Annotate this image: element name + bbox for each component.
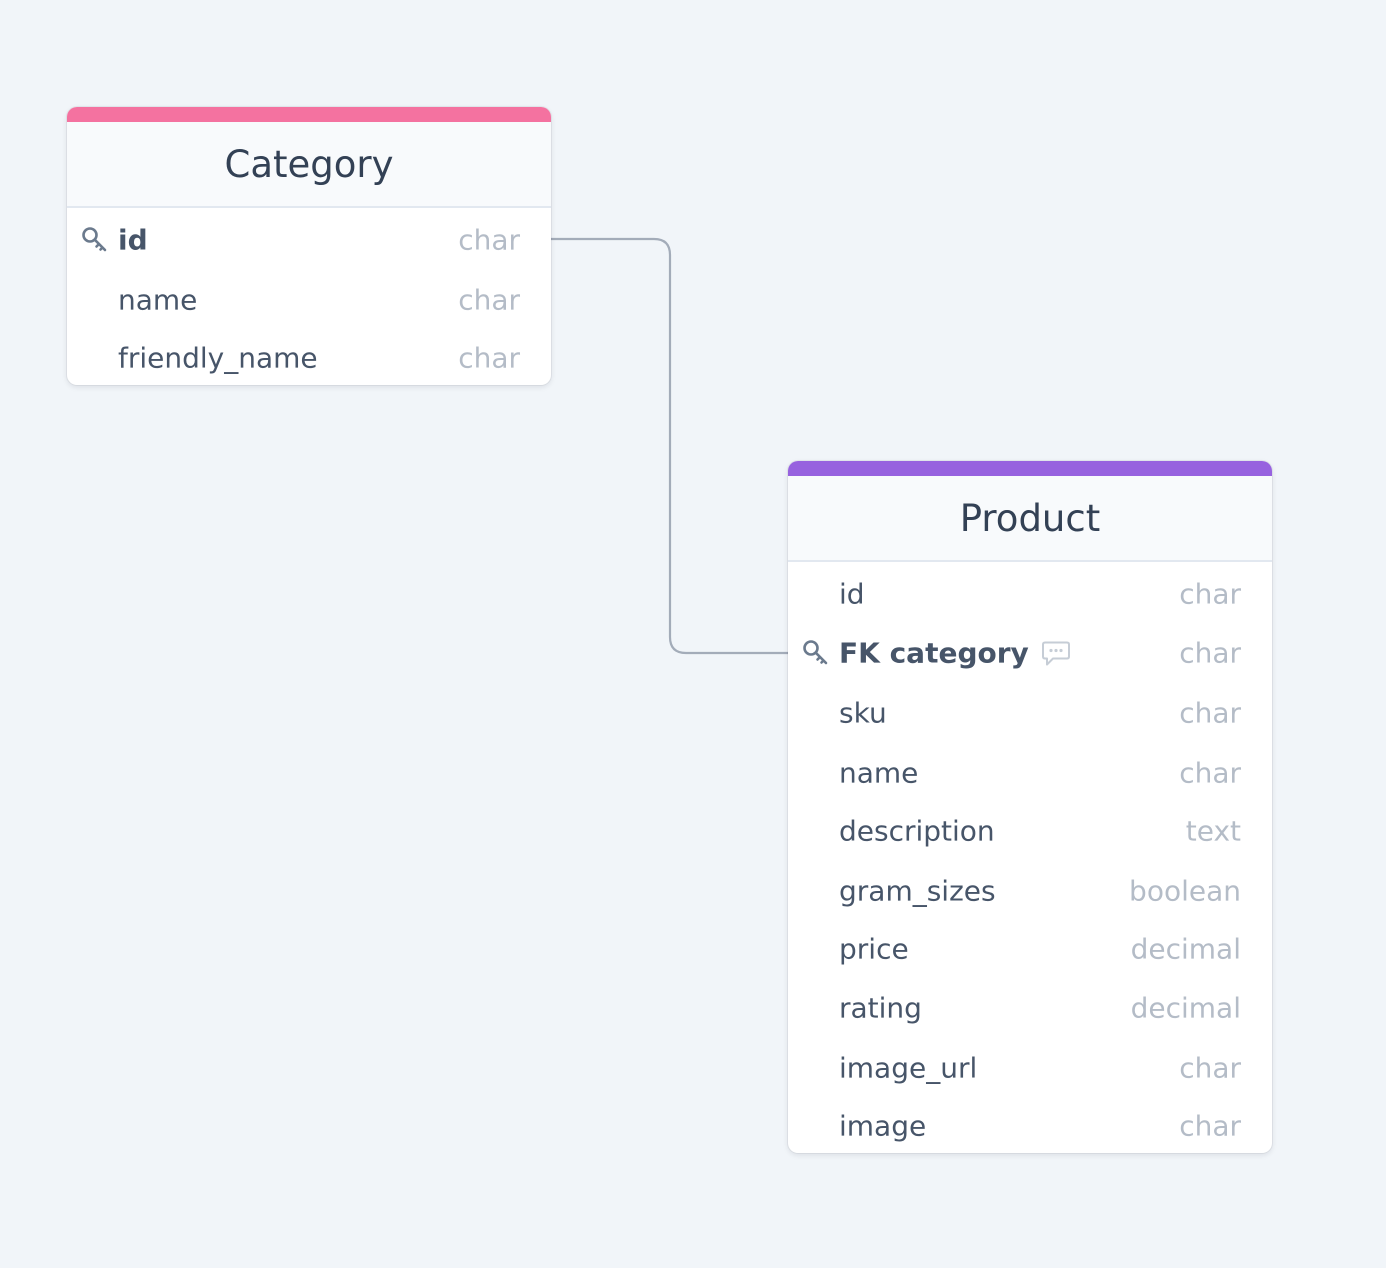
field-name: id [839, 577, 865, 611]
field-row-product-image-url[interactable]: image_url char [788, 1048, 1272, 1088]
field-row-product-gram-sizes[interactable]: gram_sizes boolean [788, 871, 1272, 911]
field-type: char [1179, 577, 1241, 611]
table-category-title: Category [224, 142, 394, 186]
field-name: image [839, 1109, 927, 1143]
field-name: image_url [839, 1051, 978, 1085]
field-type: decimal [1130, 932, 1241, 966]
field-type: char [458, 283, 520, 317]
table-product[interactable]: Product id char FK category char [788, 461, 1272, 1153]
field-name: description [839, 814, 995, 848]
field-row-product-name[interactable]: name char [788, 753, 1272, 793]
table-category-header[interactable]: Category [67, 122, 551, 208]
field-row-category-id[interactable]: id char [67, 220, 551, 260]
key-icon [803, 640, 828, 665]
table-product-accent-bar [788, 461, 1272, 476]
field-row-product-description[interactable]: description text [788, 811, 1272, 851]
table-product-title: Product [959, 496, 1101, 540]
field-type: char [1179, 1051, 1241, 1085]
field-row-product-image[interactable]: image char [788, 1106, 1272, 1146]
key-icon [82, 227, 107, 252]
field-type: char [1179, 696, 1241, 730]
field-type: boolean [1129, 874, 1241, 908]
field-type: char [458, 341, 520, 375]
field-name-with-note: FK category [839, 637, 1071, 670]
field-row-category-friendly-name[interactable]: friendly_name char [67, 338, 551, 378]
field-type: char [1179, 1109, 1241, 1143]
field-row-product-rating[interactable]: rating decimal [788, 988, 1272, 1028]
comment-icon[interactable] [1041, 639, 1071, 667]
field-name: sku [839, 696, 887, 730]
relationship-line [551, 237, 788, 655]
table-category[interactable]: Category id char name char friendly_name… [67, 107, 551, 385]
field-type: char [458, 223, 520, 257]
field-row-category-name[interactable]: name char [67, 280, 551, 320]
field-row-product-sku[interactable]: sku char [788, 693, 1272, 733]
field-type: char [1179, 636, 1241, 670]
table-category-accent-bar [67, 107, 551, 122]
field-name: gram_sizes [839, 874, 996, 908]
field-type: decimal [1130, 991, 1241, 1025]
field-name: name [839, 756, 919, 790]
field-row-product-fk-category[interactable]: FK category char [788, 633, 1272, 673]
field-row-product-id[interactable]: id char [788, 574, 1272, 614]
field-name: name [118, 283, 198, 317]
field-name: price [839, 932, 909, 966]
field-name: friendly_name [118, 341, 318, 375]
table-product-header[interactable]: Product [788, 476, 1272, 562]
field-name: FK category [839, 636, 1029, 670]
field-name: rating [839, 991, 922, 1025]
field-row-product-price[interactable]: price decimal [788, 929, 1272, 969]
field-name: id [118, 223, 148, 257]
field-type: char [1179, 756, 1241, 790]
field-type: text [1185, 814, 1241, 848]
